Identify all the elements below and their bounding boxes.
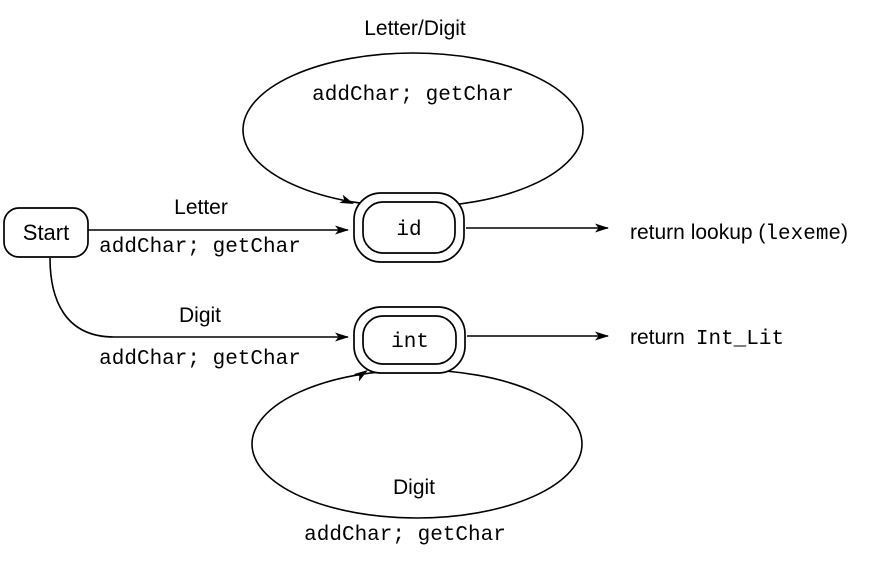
id-exit-label-close: ) (841, 221, 848, 244)
id-state-inner-shape (362, 201, 456, 254)
int-state-inner-shape (362, 315, 457, 365)
start-state-shape (3, 207, 89, 258)
state-id: id (353, 192, 465, 263)
start-state-label: Start (23, 220, 69, 245)
digit-condition-label: Digit (179, 304, 221, 327)
letter-condition-label: Letter (174, 196, 228, 219)
start-to-int-arrow (49, 257, 349, 342)
int-loop-action-label: addChar; getChar (304, 524, 506, 547)
int-exit-label-code: Int_Lit (696, 328, 784, 351)
id-exit-label-plain: return lookup ( (630, 221, 765, 244)
id-self-loop-curve (242, 52, 584, 208)
id-state-label: id (396, 219, 421, 242)
state-int: int (353, 306, 466, 374)
int-loop-condition-label: Digit (393, 476, 435, 499)
int-exit-label: return Int_Lit (630, 326, 784, 351)
id-self-loop-arrowhead (339, 194, 354, 204)
id-exit-label: return lookup (lexeme) (630, 221, 848, 246)
id-loop-condition-label: Letter/Digit (364, 17, 466, 40)
int-state-label: int (391, 331, 429, 354)
digit-action-label: addChar; getChar (99, 348, 301, 371)
int-self-loop-arrowhead (353, 370, 368, 382)
letter-action-label: addChar; getChar (99, 236, 301, 259)
int-exit-label-plain: return (630, 326, 685, 349)
id-exit-label-code: lexeme (765, 223, 841, 246)
state-start: Start (3, 207, 89, 258)
id-loop-action-label: addChar; getChar (312, 84, 514, 107)
